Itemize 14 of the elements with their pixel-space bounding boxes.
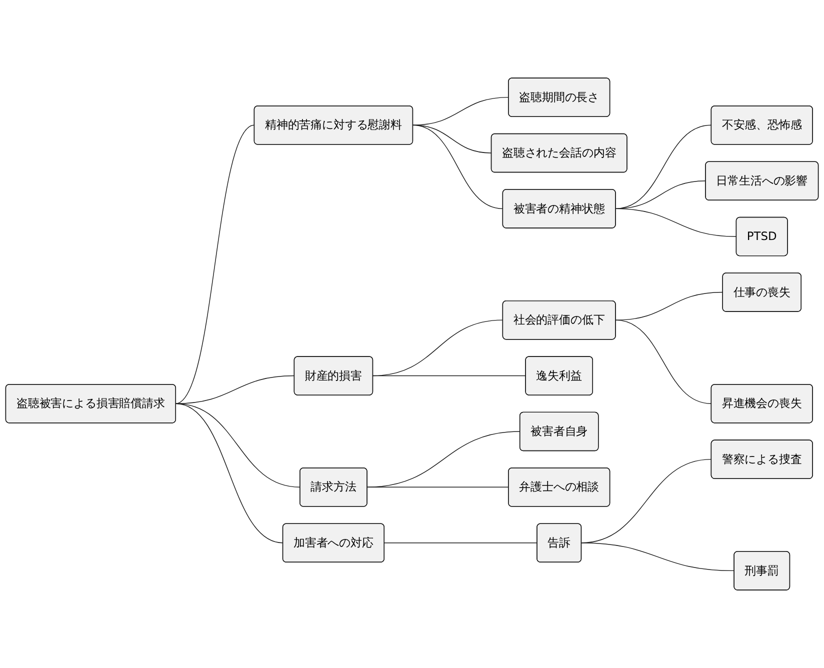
- connector: [175, 403, 284, 544]
- connector: [366, 431, 520, 488]
- connector: [580, 542, 734, 572]
- connector: [615, 208, 737, 237]
- connector: [412, 96, 509, 126]
- connector: [372, 375, 526, 376]
- connector: [366, 486, 509, 488]
- connector: [615, 292, 723, 320]
- connector: [412, 124, 504, 210]
- connector: [615, 320, 712, 404]
- connector: [615, 124, 712, 210]
- connector: [615, 180, 706, 210]
- connector: [175, 375, 295, 404]
- connector: [384, 542, 538, 544]
